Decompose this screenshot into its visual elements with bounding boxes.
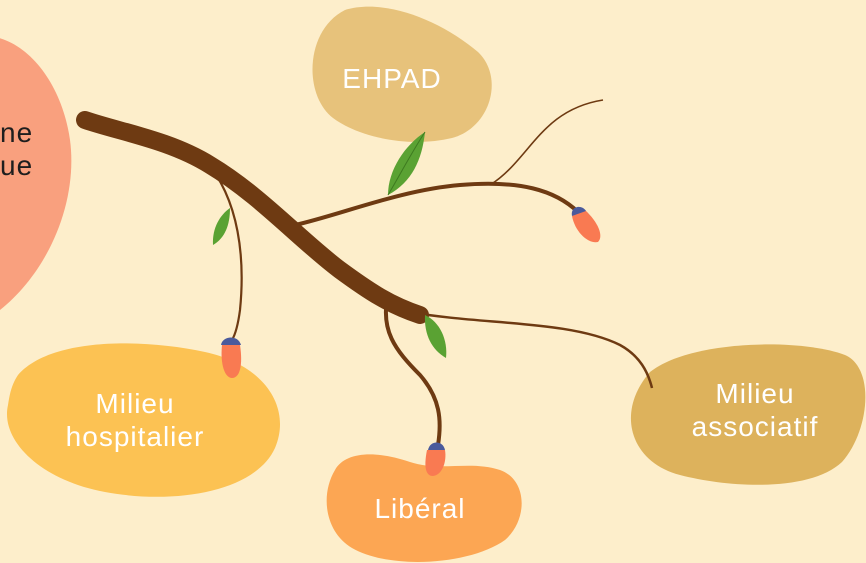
liberal-node-label: Libéral bbox=[374, 493, 466, 524]
left-twig bbox=[204, 159, 243, 341]
hospitalier-node-blob bbox=[6, 343, 281, 497]
main-branch-tip bbox=[409, 310, 654, 389]
partial-node-label: ne ue bbox=[0, 117, 34, 182]
lower-twig bbox=[383, 294, 442, 446]
bud-liberal bbox=[425, 442, 446, 476]
associatif-node-blob bbox=[630, 344, 866, 485]
bud-upper-right bbox=[571, 206, 601, 243]
leaf-large-vein bbox=[387, 131, 426, 196]
ehpad-node-label: EHPAD bbox=[342, 63, 442, 94]
associatif-node-label: Milieu associatif bbox=[691, 378, 819, 443]
ehpad-node-blob bbox=[312, 6, 492, 142]
partial-node-blob bbox=[0, 38, 72, 310]
bud-hospital bbox=[221, 337, 242, 378]
upper-twig bbox=[293, 181, 580, 227]
main-branch bbox=[76, 111, 429, 324]
leaf-lower bbox=[424, 315, 447, 358]
upper-twig-end bbox=[489, 99, 604, 186]
leaf-left bbox=[212, 208, 230, 245]
hospitalier-node-label: Milieu hospitalier bbox=[65, 388, 205, 453]
liberal-node-blob bbox=[326, 454, 522, 562]
